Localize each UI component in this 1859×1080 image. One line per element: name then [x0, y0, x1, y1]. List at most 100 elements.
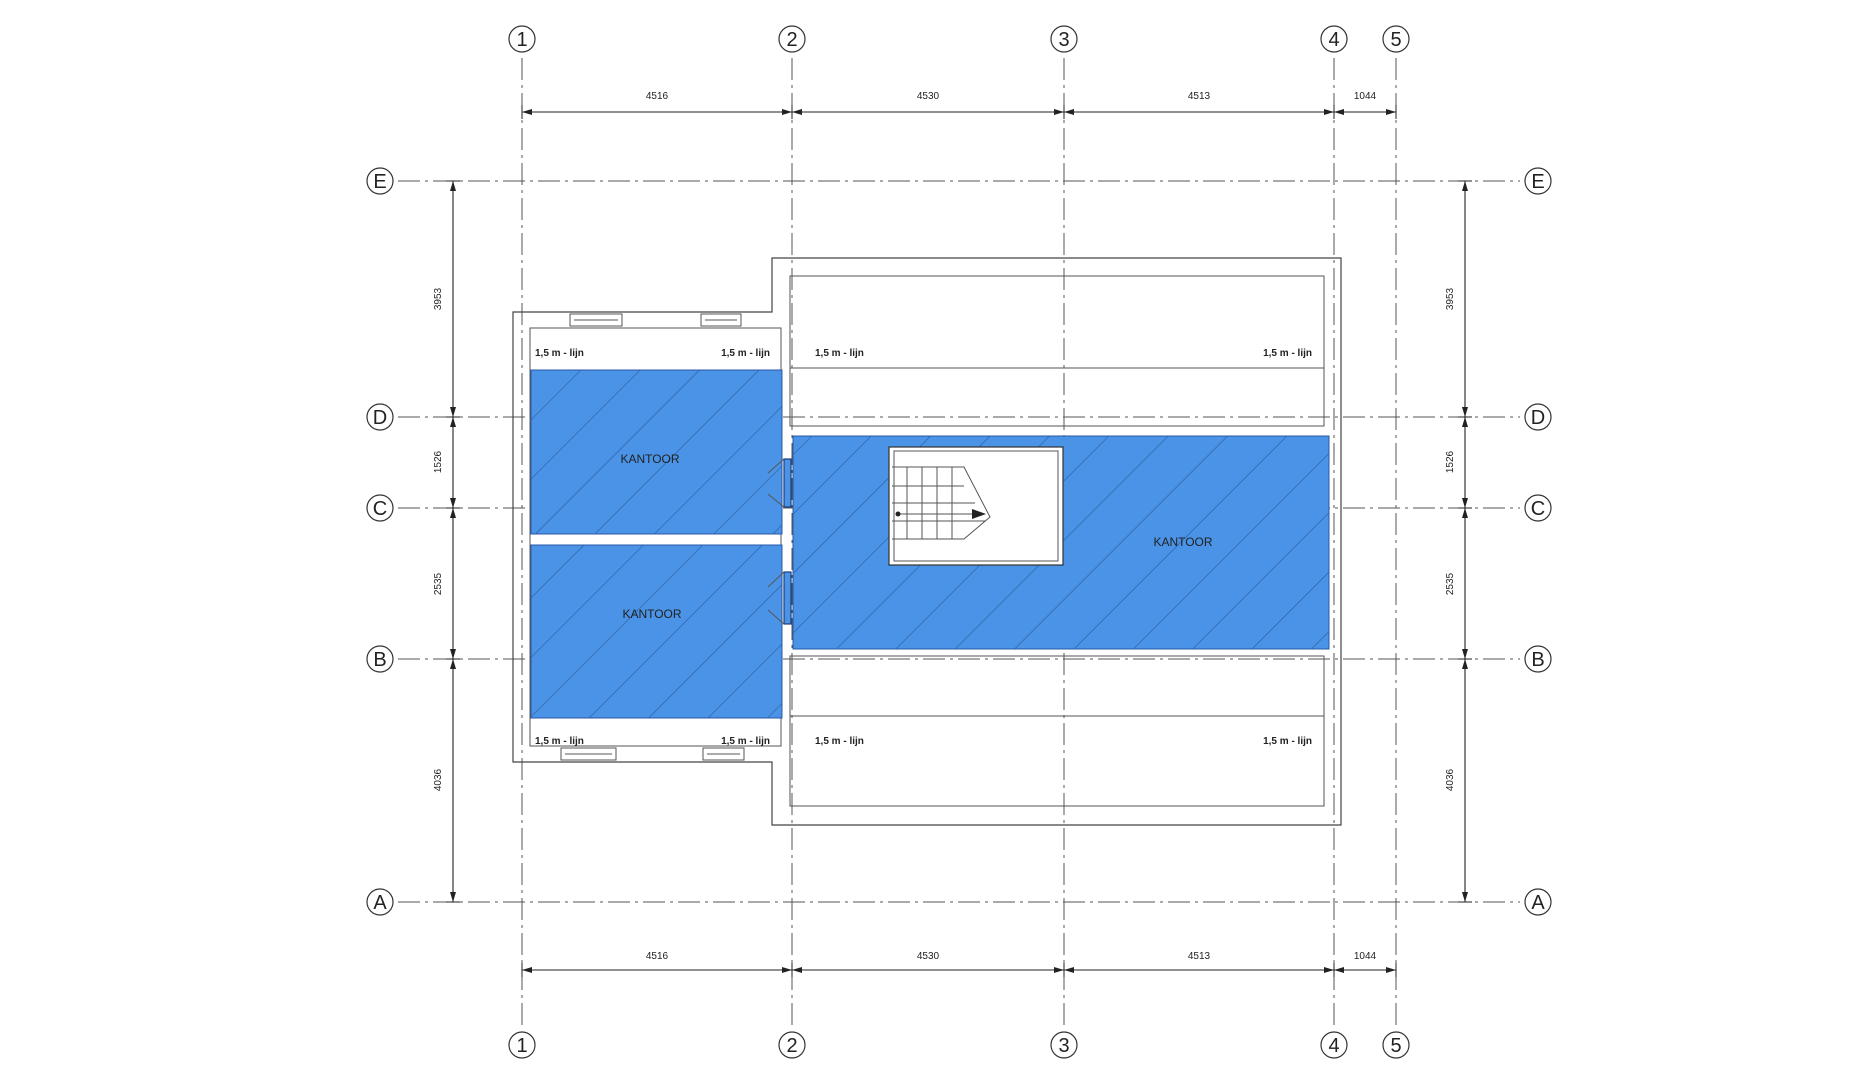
dim-bottom-2: 4530	[917, 951, 940, 962]
room-label-right: KANTOOR	[1153, 535, 1212, 549]
line-label-3: 1,5 m - lijn	[815, 348, 864, 359]
dim-arrow-v-0-3-start	[450, 659, 456, 669]
bubble-col-1-bottom: 1	[508, 1031, 536, 1059]
dim-bottom-4: 1044	[1354, 951, 1377, 962]
dim-right-1: 3953	[1445, 287, 1456, 310]
door-lower-swing-1	[767, 571, 785, 588]
bubble-col-2-bottom: 2	[778, 1031, 806, 1059]
bubble-row-c-left: C	[366, 494, 394, 522]
dim-right-3: 2535	[1445, 572, 1456, 595]
dim-arrow-h-1-1-start	[792, 967, 802, 973]
door-upper	[767, 458, 792, 508]
stair-start-dot	[895, 511, 901, 517]
dim-arrow-h-0-2-start	[1064, 109, 1074, 115]
bubble-col-2-top: 2	[778, 25, 806, 53]
bubble-row-d-right: D	[1524, 403, 1552, 431]
dim-arrow-h-1-1-end	[782, 967, 792, 973]
room-label-left-bottom: KANTOOR	[622, 607, 681, 621]
line-label-8: 1,5 m - lijn	[1263, 736, 1312, 747]
bubble-row-b-right: B	[1524, 645, 1552, 673]
bubble-row-e-right: E	[1524, 167, 1552, 195]
dim-arrow-h-1-0-start	[522, 967, 532, 973]
dim-arrow-h-1-2-start	[1064, 967, 1074, 973]
bubble-col-3-top-label: 3	[1058, 29, 1069, 51]
door-upper-leaf	[783, 458, 792, 508]
bubble-row-e-right-label: E	[1531, 171, 1544, 193]
bubble-row-d-left-label: D	[373, 407, 387, 429]
dim-arrow-h-1-3-end	[1324, 967, 1334, 973]
dim-arrow-v-1-2-start	[1462, 508, 1468, 518]
bubble-col-4-top: 4	[1320, 25, 1348, 53]
bubble-col-1-top-label: 1	[516, 29, 527, 51]
dim-top-3: 4513	[1188, 91, 1211, 102]
stair-outline	[892, 466, 991, 540]
dim-left-2: 1526	[433, 450, 444, 473]
dim-arrow-h-1-2-end	[1054, 967, 1064, 973]
inner-wall-left	[529, 327, 782, 747]
dim-arrow-h-0-1-end	[782, 109, 792, 115]
door-lower-swing-2	[767, 609, 785, 625]
bubble-col-3-top: 3	[1050, 25, 1078, 53]
room-label-left-top: KANTOOR	[620, 452, 679, 466]
door-upper-swing-2	[767, 493, 785, 508]
dimension-chains: 4516 4530 4513 1044 4516 4530 4513 1044 …	[433, 91, 1472, 977]
outer-wall	[512, 257, 1342, 826]
dim-bottom-1: 4516	[646, 951, 669, 962]
room-left-bottom	[530, 544, 783, 719]
line-label-1: 1,5 m - lijn	[535, 348, 584, 359]
dim-arrow-h-0-0-start	[522, 109, 532, 115]
dim-right-4: 4036	[1445, 768, 1456, 791]
dim-arrow-h-0-4-end	[1386, 109, 1396, 115]
dim-arrow-v-0-4-end	[450, 892, 456, 902]
bubble-col-1-top: 1	[508, 25, 536, 53]
dim-top-1: 4516	[646, 91, 669, 102]
dim-right-2: 1526	[1445, 450, 1456, 473]
bubble-row-d-right-label: D	[1531, 407, 1545, 429]
dim-left-1: 3953	[433, 287, 444, 310]
stair-opening-inner	[893, 450, 1059, 562]
dim-arrow-v-0-1-start	[450, 417, 456, 427]
stair-arrow-head	[972, 509, 986, 519]
window-top-1	[569, 313, 623, 327]
bubble-row-c-right-label: C	[1531, 498, 1545, 520]
dim-arrow-v-1-1-end	[1462, 407, 1468, 417]
bubble-row-e-left: E	[366, 167, 394, 195]
window-top-2	[700, 313, 742, 327]
dim-arrow-h-1-3-start	[1334, 967, 1344, 973]
bubble-row-a-right-label: A	[1531, 892, 1545, 914]
dim-arrow-h-0-3-end	[1324, 109, 1334, 115]
bubble-row-a-left-label: A	[373, 892, 387, 914]
grid-bubbles: 1 2 3 4 5 1 2 3 4 5 E D C B A E D C B A	[366, 25, 1552, 1059]
dim-arrow-v-0-3-end	[450, 649, 456, 659]
dim-left-4: 4036	[433, 768, 444, 791]
window-bottom-2	[702, 747, 745, 761]
door-upper-swing-1	[767, 458, 785, 474]
dim-arrow-v-1-2-end	[1462, 498, 1468, 508]
bubble-row-b-right-label: B	[1531, 649, 1544, 671]
line-label-5: 1,5 m - lijn	[535, 736, 584, 747]
line-label-2: 1,5 m - lijn	[721, 348, 770, 359]
bubble-col-2-bottom-label: 2	[786, 1035, 797, 1057]
dim-arrow-v-1-3-end	[1462, 649, 1468, 659]
bubble-row-b-left: B	[366, 645, 394, 673]
door-lower-leaf	[783, 571, 792, 625]
bubble-col-1-bottom-label: 1	[516, 1035, 527, 1057]
bubble-col-3-bottom: 3	[1050, 1031, 1078, 1059]
bubble-col-5-bottom-label: 5	[1390, 1035, 1401, 1057]
bubble-col-5-bottom: 5	[1382, 1031, 1410, 1059]
bubble-col-3-bottom-label: 3	[1058, 1035, 1069, 1057]
line-label-7: 1,5 m - lijn	[815, 736, 864, 747]
line-labels: 1,5 m - lijn 1,5 m - lijn 1,5 m - lijn 1…	[535, 348, 1312, 747]
dim-top-4: 1044	[1354, 91, 1377, 102]
dim-top-2: 4530	[917, 91, 940, 102]
bubble-row-a-left: A	[366, 888, 394, 916]
dim-arrow-v-1-1-start	[1462, 417, 1468, 427]
bubble-col-2-top-label: 2	[786, 29, 797, 51]
dim-arrow-h-0-2-end	[1054, 109, 1064, 115]
room-left-top	[530, 369, 783, 535]
bubble-col-4-bottom: 4	[1320, 1031, 1348, 1059]
dim-arrow-v-0-2-end	[450, 498, 456, 508]
bubble-col-4-bottom-label: 4	[1328, 1035, 1339, 1057]
bubble-row-b-left-label: B	[373, 649, 386, 671]
